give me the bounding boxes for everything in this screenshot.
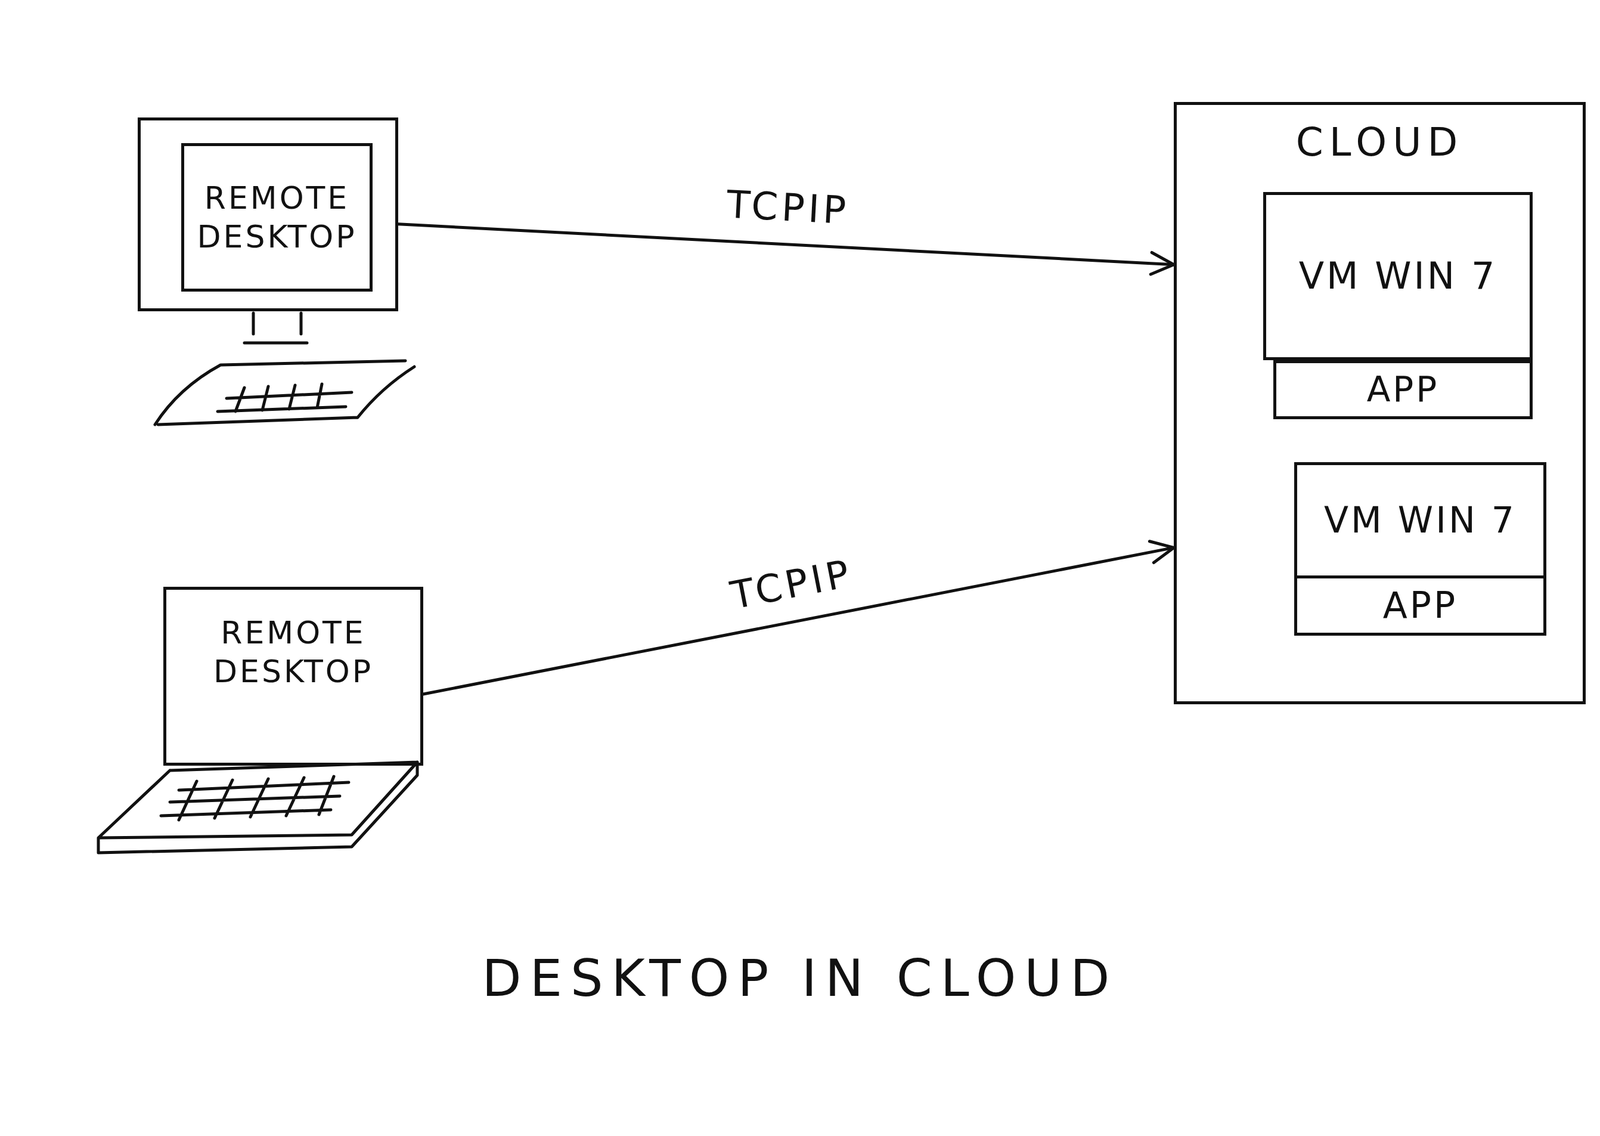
cloud-region: CLOUDVM WIN 7APPVM WIN 7APP xyxy=(1173,101,1586,705)
vm-label: APP xyxy=(1276,363,1530,417)
vm-app-box: VM WIN 7APP xyxy=(1294,461,1547,636)
diagram-caption: DESKTOP IN CLOUD xyxy=(0,947,1600,1008)
laptop-base xyxy=(98,761,418,853)
vm-box: VM WIN 7 xyxy=(1263,191,1533,361)
edge-label: TCPIP xyxy=(720,548,862,620)
vm-label: VM WIN 7 xyxy=(1266,247,1530,305)
desktop-monitor: REMOTE DESKTOP xyxy=(137,117,399,312)
screen-label: REMOTE DESKTOP xyxy=(190,178,364,257)
monitor-stand xyxy=(244,312,308,343)
app-box: APP xyxy=(1273,360,1533,420)
desktop-keyboard xyxy=(154,360,415,425)
screen-label: REMOTE DESKTOP xyxy=(178,613,409,691)
network-arrow xyxy=(398,224,1174,275)
vm-label: VM WIN 7 xyxy=(1297,464,1544,576)
network-arrow xyxy=(423,541,1174,694)
laptop-keys xyxy=(160,776,349,820)
laptop-screen: REMOTE DESKTOP xyxy=(163,586,424,766)
edge-label: TCPIP xyxy=(719,180,857,235)
region-heading: CLOUD xyxy=(1176,118,1583,168)
keyboard-keys xyxy=(217,383,352,412)
monitor-screen: REMOTE DESKTOP xyxy=(181,143,373,292)
app-label: APP xyxy=(1297,575,1544,633)
